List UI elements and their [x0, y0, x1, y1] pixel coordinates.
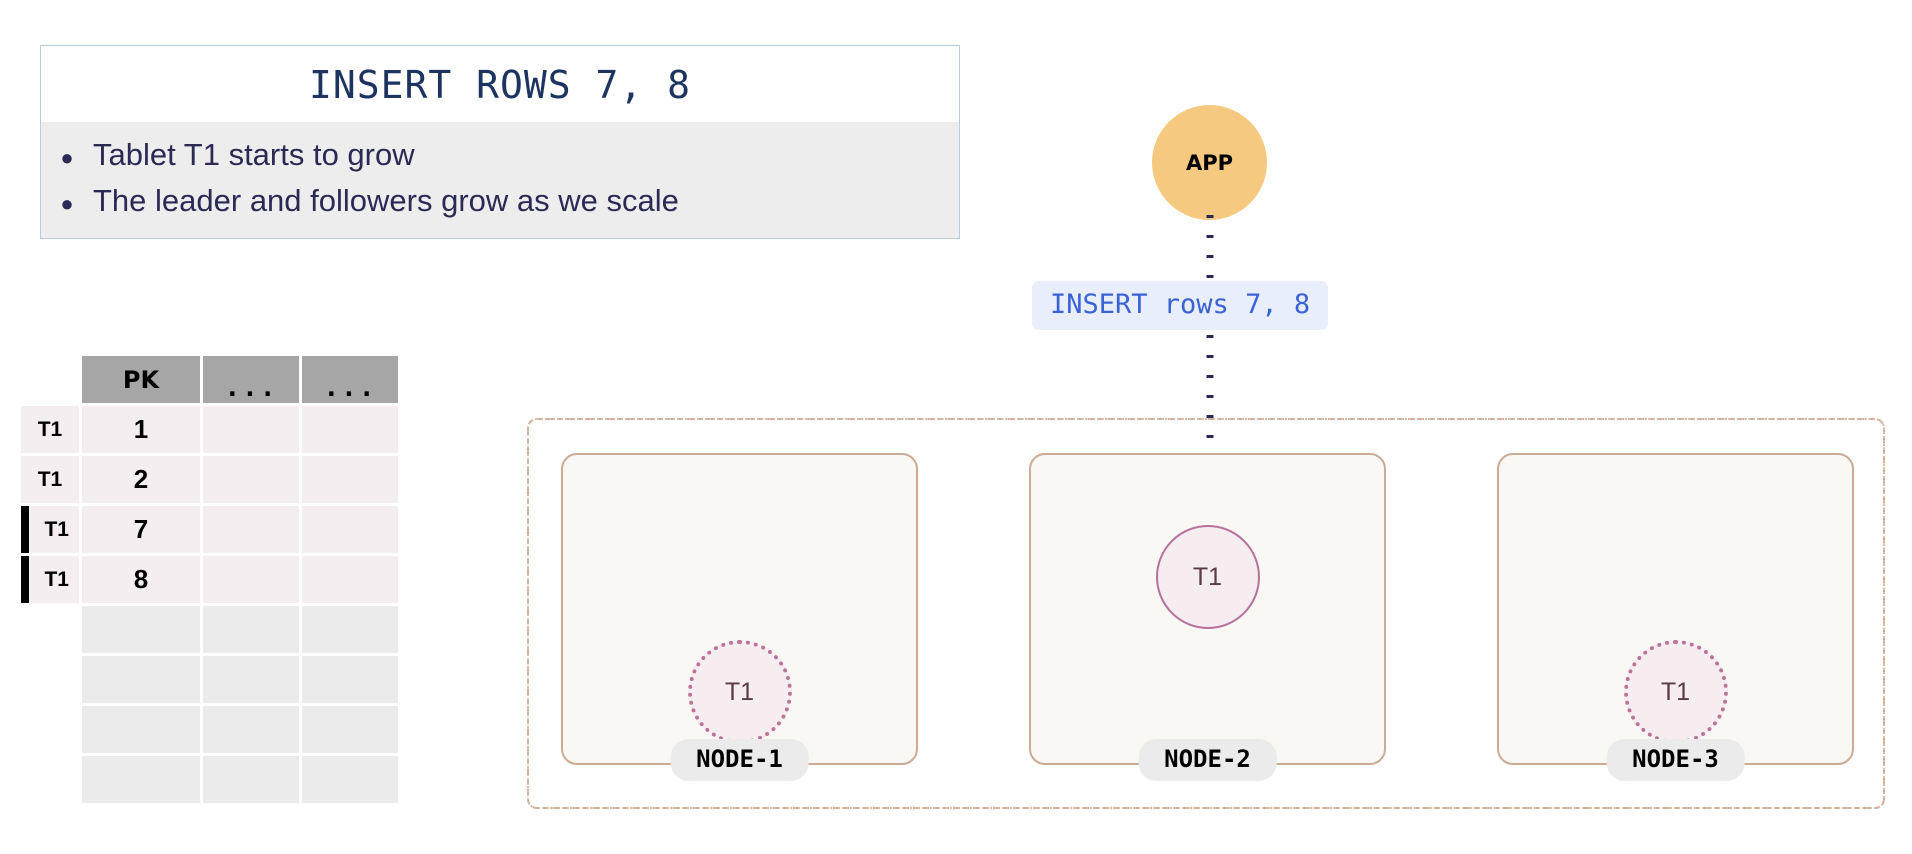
- row-label-cell: T1: [21, 506, 79, 553]
- row-label-cell: T1: [21, 406, 79, 453]
- bullet-text: Tablet T1 starts to grow: [93, 137, 415, 172]
- tablet-follower-node-1: T1: [687, 640, 792, 744]
- cell-col3: [302, 456, 398, 503]
- cell-col2: [203, 406, 299, 453]
- row-label-chip-marked: T1: [21, 556, 79, 603]
- cell-col2: [203, 756, 299, 803]
- node-label-2: NODE-2: [1138, 739, 1277, 781]
- cell-pk: [82, 756, 200, 803]
- row-label-cell: [21, 656, 79, 703]
- row-label-cell: T1: [21, 456, 79, 503]
- insert-request-badge: INSERT rows 7, 8: [1032, 281, 1329, 330]
- cell-pk: 2: [82, 456, 200, 503]
- tablet-label: T1: [1660, 677, 1691, 706]
- callout-box: INSERT ROWS 7, 8 ● Tablet T1 starts to g…: [40, 45, 960, 240]
- row-label-chip: T1: [21, 406, 79, 453]
- row-label-header: [21, 356, 79, 403]
- node-label-1: NODE-1: [670, 739, 809, 781]
- node-box-1: T1 NODE-1: [561, 453, 918, 781]
- cell-pk: 8: [82, 556, 200, 603]
- row-label-cell: [21, 606, 79, 653]
- bullet-icon: ●: [60, 191, 74, 217]
- cell-pk: [82, 606, 200, 653]
- cell-col3: [302, 506, 398, 553]
- tablet-label: T1: [1192, 562, 1223, 591]
- node-label-3: NODE-3: [1606, 739, 1745, 781]
- callout-bullet-list: ● Tablet T1 starts to grow ● The leader …: [41, 122, 959, 239]
- cell-col3: [302, 556, 398, 603]
- cell-pk: 7: [82, 506, 200, 553]
- column-header-2: ...: [203, 356, 299, 403]
- table-row: [21, 706, 398, 753]
- table-row: [21, 656, 398, 703]
- row-label-cell: [21, 756, 79, 803]
- node-box-3: T1 NODE-3: [1497, 453, 1854, 781]
- cell-col3: [302, 406, 398, 453]
- table-header-row: PK ... ...: [21, 356, 398, 403]
- cell-col2: [203, 606, 299, 653]
- table-row: [21, 756, 398, 803]
- tablet-label: T1: [724, 677, 755, 706]
- cell-col2: [203, 706, 299, 753]
- node-box-2: T1 NODE-2: [1029, 453, 1386, 781]
- cluster-boundary: T1 NODE-1 T1 NODE-2 T1 NODE-3: [527, 418, 1885, 809]
- cell-col3: [302, 656, 398, 703]
- table-row: [21, 606, 398, 653]
- row-label-chip-marked: T1: [21, 506, 79, 553]
- cell-pk: 1: [82, 406, 200, 453]
- column-header-pk: PK: [82, 356, 200, 403]
- cell-col2: [203, 656, 299, 703]
- bullet-icon: ●: [60, 145, 74, 170]
- row-label-chip: T1: [21, 456, 79, 503]
- callout-title: INSERT ROWS 7, 8: [41, 46, 959, 122]
- tablet-follower-node-3: T1: [1623, 640, 1728, 744]
- cell-col2: [203, 506, 299, 553]
- cell-pk: [82, 656, 200, 703]
- list-item: ● The leader and followers grow as we sc…: [41, 178, 959, 224]
- cell-col2: [203, 456, 299, 503]
- cell-col3: [302, 756, 398, 803]
- cell-col3: [302, 606, 398, 653]
- column-header-3: ...: [302, 356, 398, 403]
- row-label-cell: T1: [21, 556, 79, 603]
- cell-col3: [302, 706, 398, 753]
- cell-pk: [82, 706, 200, 753]
- list-item: ● Tablet T1 starts to grow: [41, 132, 959, 178]
- bullet-text: The leader and followers grow as we scal…: [93, 183, 679, 219]
- row-label-cell: [21, 706, 79, 753]
- tablet-leader-node-2: T1: [1155, 525, 1260, 629]
- app-node: APP: [1152, 105, 1267, 220]
- cell-col2: [203, 556, 299, 603]
- app-label: APP: [1185, 150, 1234, 175]
